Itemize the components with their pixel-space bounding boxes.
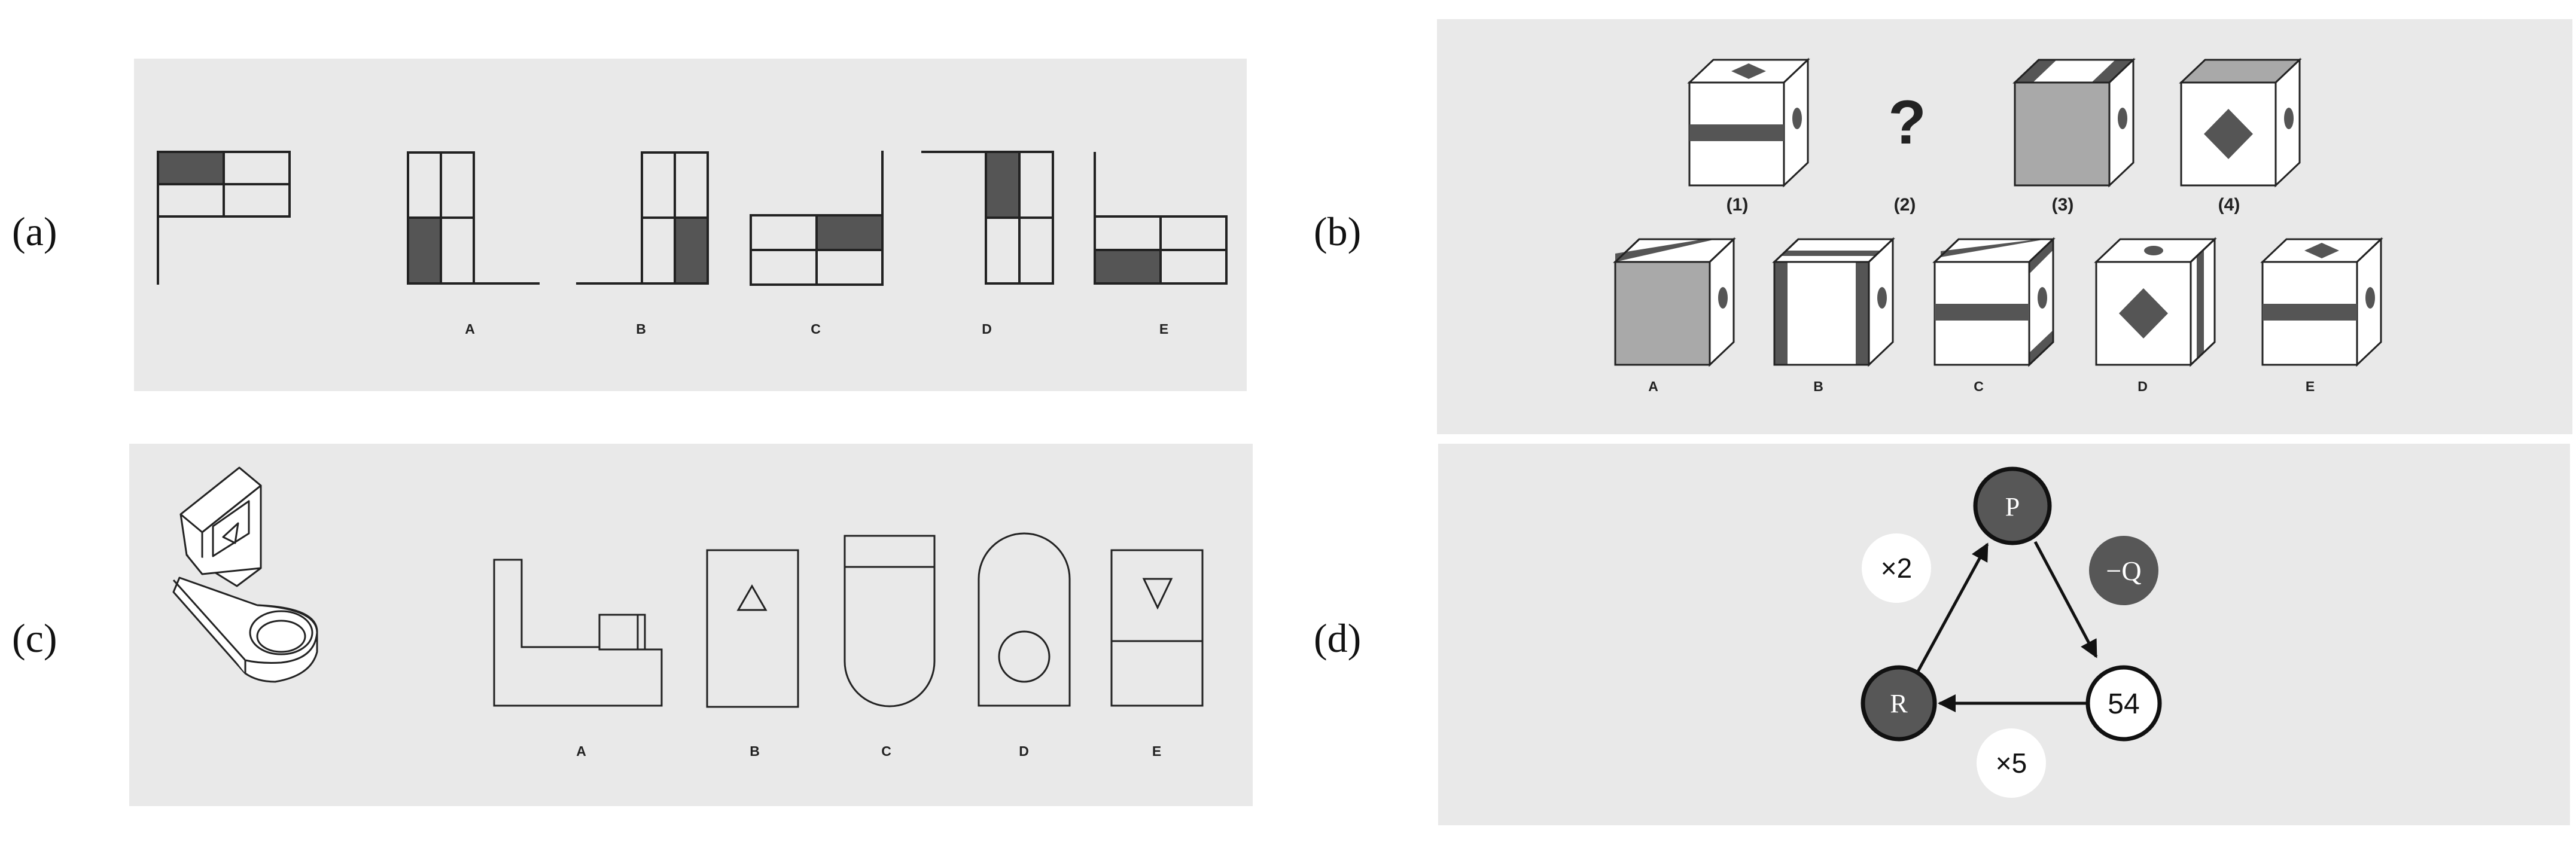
cube-option-d[interactable] bbox=[2094, 237, 2217, 367]
view-option-c[interactable] bbox=[844, 535, 936, 707]
cube-option-b-label: B bbox=[1813, 379, 1824, 394]
operation-minus-q-label: −Q bbox=[2106, 556, 2141, 586]
cube-option-d-label: D bbox=[2137, 379, 2148, 394]
cube-option-a-label: A bbox=[1648, 379, 1659, 394]
panel-a-option-a-label: A bbox=[465, 321, 476, 337]
cube-option-b[interactable] bbox=[1772, 237, 1895, 367]
panel-d-label: (d) bbox=[1314, 615, 1361, 661]
node-54: 54 bbox=[2085, 665, 2162, 742]
view-option-a-label: A bbox=[576, 743, 587, 759]
node-p: P bbox=[1973, 466, 2052, 545]
node-r: R bbox=[1861, 665, 1937, 742]
cube-option-e-label: E bbox=[2306, 379, 2315, 394]
node-54-label: 54 bbox=[2108, 688, 2139, 720]
edge-r-to-p bbox=[1914, 542, 1989, 677]
operation-minus-q: −Q bbox=[2089, 536, 2158, 605]
view-option-c-label: C bbox=[881, 743, 892, 759]
sequence-label-4: (4) bbox=[2218, 195, 2240, 215]
panel-a-option-e-label: E bbox=[1159, 321, 1169, 337]
panel-c-label: (c) bbox=[12, 615, 57, 661]
cube-3 bbox=[2012, 57, 2136, 188]
question-mark: ? bbox=[1888, 88, 1926, 157]
panel-a-option-d-figure[interactable] bbox=[921, 151, 1054, 285]
panel-a-label: (a) bbox=[12, 209, 57, 254]
panel-a-stem-figure bbox=[157, 151, 291, 285]
sequence-label-1: (1) bbox=[1727, 195, 1749, 215]
sequence-label-2: (2) bbox=[1894, 195, 1916, 215]
panel-b-label: (b) bbox=[1314, 209, 1361, 254]
node-r-label: R bbox=[1890, 689, 1908, 718]
panel-a-option-d-label: D bbox=[982, 321, 992, 337]
cube-option-a[interactable] bbox=[1613, 237, 1736, 367]
operation-times-two-label: ×2 bbox=[1881, 553, 1912, 584]
view-option-d-label: D bbox=[1019, 743, 1030, 759]
panel-a-option-e-figure[interactable] bbox=[1094, 152, 1228, 285]
sequence-label-3: (3) bbox=[2052, 195, 2074, 215]
panel-a-option-c-label: C bbox=[811, 321, 821, 337]
operation-times-two: ×2 bbox=[1862, 533, 1931, 603]
edge-p-to-54 bbox=[2033, 541, 2098, 658]
cube-option-c[interactable] bbox=[1932, 237, 2056, 367]
panel-c: (c) A B bbox=[12, 466, 1204, 759]
panel-a-option-b-figure[interactable] bbox=[576, 151, 709, 285]
view-option-b[interactable] bbox=[706, 549, 799, 708]
view-option-e-label: E bbox=[1152, 743, 1162, 759]
panel-a-option-a-figure[interactable] bbox=[407, 151, 540, 285]
cube-option-e[interactable] bbox=[2260, 237, 2383, 367]
cube-1 bbox=[1687, 57, 1810, 188]
view-option-a[interactable] bbox=[493, 559, 663, 707]
panel-a-option-b-label: B bbox=[636, 321, 647, 337]
panel-a: (a) A B bbox=[12, 151, 1228, 337]
panel-a-option-c-figure[interactable] bbox=[750, 151, 884, 286]
cube-option-c-label: C bbox=[1974, 379, 1984, 394]
panel-d: (d) P 54 R ×2 −Q bbox=[1314, 466, 2162, 798]
view-option-d[interactable] bbox=[978, 532, 1071, 707]
view-option-b-label: B bbox=[750, 743, 760, 759]
isometric-object bbox=[172, 466, 318, 683]
operation-times-five-label: ×5 bbox=[1996, 748, 2027, 779]
view-option-e[interactable] bbox=[1110, 549, 1204, 707]
node-p-label: P bbox=[2005, 492, 2020, 521]
operation-times-five: ×5 bbox=[1977, 728, 2046, 798]
panel-b: (b) ? (1) (2) (3) bbox=[1314, 57, 2383, 394]
cube-4 bbox=[2179, 57, 2302, 188]
